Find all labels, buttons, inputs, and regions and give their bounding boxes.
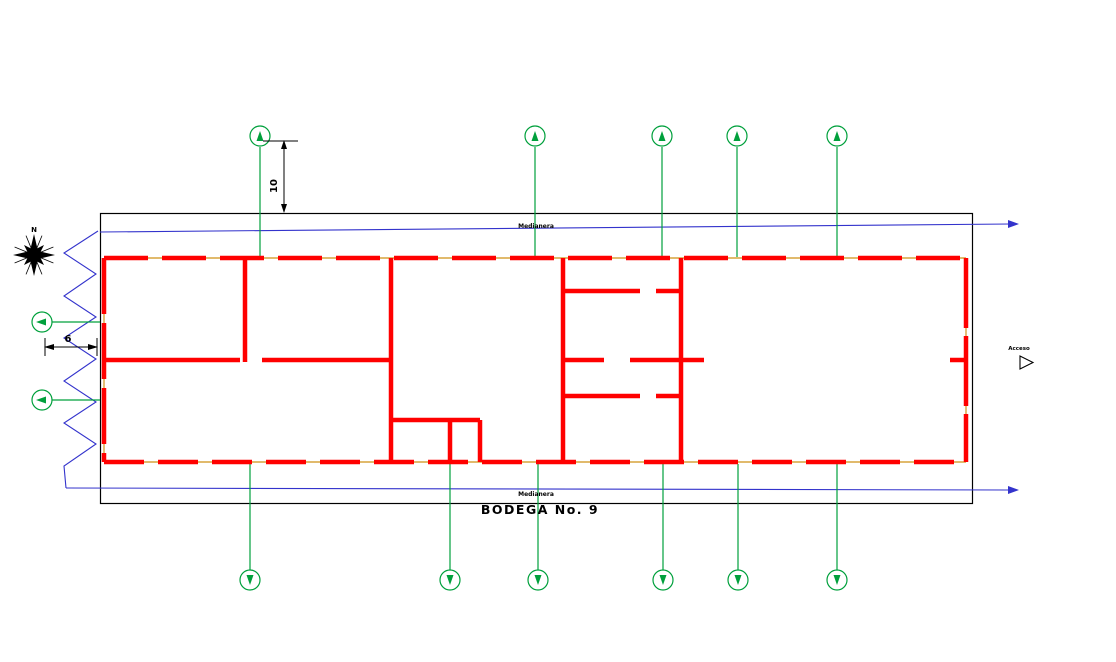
plan-title: BODEGA No. 9 [481, 502, 599, 517]
dim-arrow-icon [44, 344, 54, 350]
access-arrow-icon [1019, 355, 1035, 370]
arrow-up-icon [256, 131, 264, 141]
dim-arrow-icon [281, 140, 287, 149]
property-line-arrows [1008, 220, 1019, 494]
grid-bubble [239, 569, 261, 591]
north-compass-icon: N [13, 226, 55, 276]
grid-bubble [527, 569, 549, 591]
arrow-up-icon [733, 131, 741, 141]
access-label: Acceso [1008, 346, 1030, 352]
grid-bubble [826, 569, 848, 591]
grid-bubble [31, 389, 53, 411]
grid-bubble [524, 125, 546, 147]
column-grid-lines [31, 125, 848, 591]
arrow-icon [1008, 220, 1019, 228]
dim-arrow-icon [281, 204, 287, 213]
dimension-value: 6 [65, 334, 72, 345]
grid-bubble [652, 569, 674, 591]
property-line-top [99, 223, 1011, 233]
arrow-down-icon [734, 575, 742, 585]
arrow-down-icon [833, 575, 841, 585]
wall-partition-small-room [391, 417, 483, 462]
grid-bubble [651, 125, 673, 147]
grid-bubble [826, 125, 848, 147]
dimension-grid-offset: 10 [263, 140, 298, 213]
arrow-up-icon [531, 131, 539, 141]
grid-bubble [727, 569, 749, 591]
arrow-down-icon [246, 575, 254, 585]
property-zigzag-left [62, 230, 99, 489]
walls [101, 255, 969, 465]
column-grid-arrowheads [36, 131, 841, 585]
dimension-setback-left: 6 [44, 334, 98, 356]
arrow-left-icon [36, 396, 46, 404]
dim-arrow-icon [88, 344, 98, 350]
grid-bubble [439, 569, 461, 591]
property-lines [62, 223, 1011, 491]
arrow-up-icon [658, 131, 666, 141]
grid-bubble [31, 311, 53, 333]
compass-north-label: N [31, 226, 37, 234]
access-marker: Acceso [1008, 346, 1035, 370]
boundary-label-bottom: Medianera [518, 491, 554, 498]
arrow-left-icon [36, 318, 46, 326]
site-border [99, 212, 974, 505]
grid-bubble [726, 125, 748, 147]
arrow-up-icon [833, 131, 841, 141]
arrow-icon [1008, 486, 1019, 494]
boundary-label-top: Medianera [518, 223, 554, 230]
dimension-value: 10 [269, 179, 280, 193]
arrow-down-icon [534, 575, 542, 585]
arrow-down-icon [446, 575, 454, 585]
arrow-down-icon [659, 575, 667, 585]
grid-bubble [249, 125, 271, 147]
